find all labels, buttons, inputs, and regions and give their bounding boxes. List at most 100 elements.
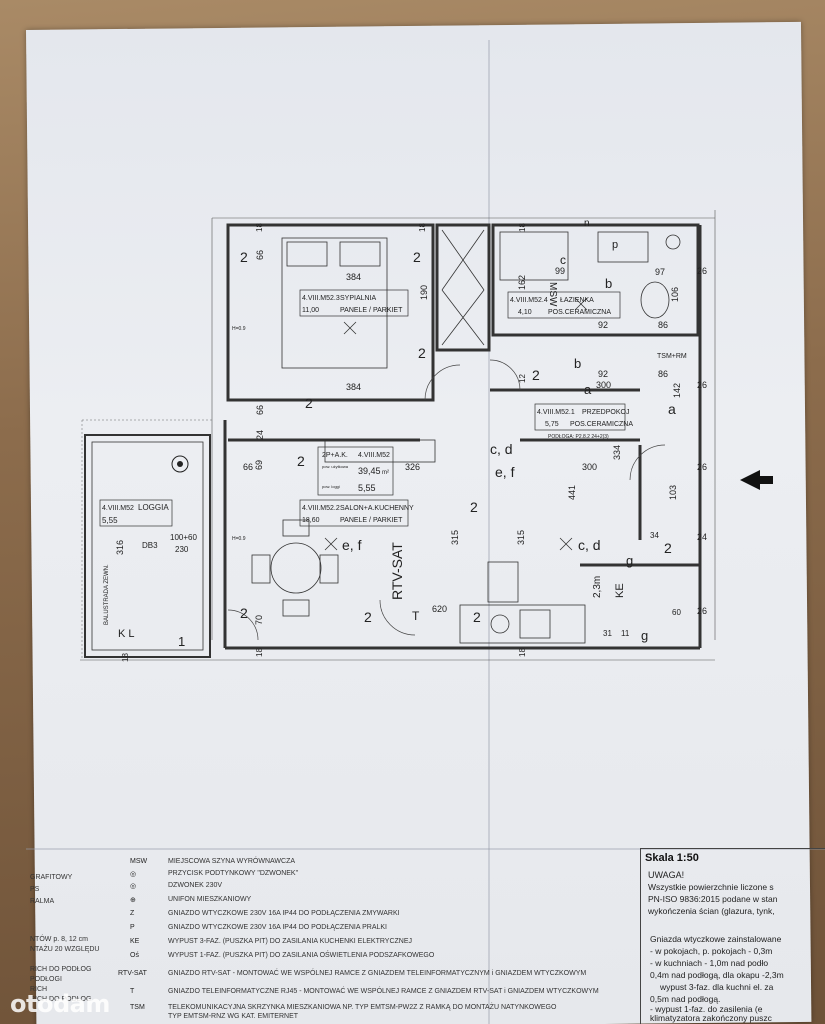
ceiling-point-markers xyxy=(324,297,588,551)
dim-26-b: 26 xyxy=(697,380,707,390)
dim-26-d: 26 xyxy=(697,606,707,616)
dim-315-b: 315 xyxy=(516,530,526,545)
marker-b-a: b xyxy=(605,276,612,291)
msw-label: MSW xyxy=(547,282,558,307)
dim-142: 142 xyxy=(672,383,682,398)
legend-sym-7: Oś xyxy=(130,952,139,959)
label-box-lazienka xyxy=(507,291,621,319)
dim-86-a: 86 xyxy=(658,320,668,330)
legend-left-9: RICH xyxy=(30,986,48,993)
circuit-2-bedroom-d: 2 xyxy=(305,395,313,411)
legend-left-2: RALMA xyxy=(30,898,55,905)
summary-type: 2P+A.K. xyxy=(322,452,348,459)
marker-p: p xyxy=(612,239,618,251)
note-line-9: 0,5m nad podłogą. xyxy=(650,994,721,1004)
dim-300-top: 300 xyxy=(596,380,611,390)
loggia-area: 5,55 xyxy=(102,516,118,525)
circuit-1-loggia: 1 xyxy=(178,634,185,649)
marker-a-b: a xyxy=(668,401,676,417)
marker-cd-b: c, d xyxy=(578,537,601,553)
summary-area-loggia: 5,55 xyxy=(358,483,376,493)
legend-text-5: GNIAZDO WTYCZKOWE 230V 16A IP44 DO PODŁĄ… xyxy=(168,924,388,931)
legend-sym-10: TSM xyxy=(130,1004,145,1011)
dining-table xyxy=(251,519,339,617)
marker-ef-a: e, f xyxy=(495,464,515,480)
legend-left-10: RICH DO PODŁOG xyxy=(30,996,92,1003)
legend-sym-0: MSW xyxy=(130,858,148,865)
legend-text-4: GNIAZDO WTYCZKOWE 230V 16A IP44 DO PODŁĄ… xyxy=(168,910,400,917)
label-box-summary xyxy=(317,446,394,496)
circuit-2-salon-b: 2 xyxy=(470,499,478,515)
legend-sym-2: ◎ xyxy=(130,883,137,890)
circuit-2-entry: 2 xyxy=(664,540,672,556)
wall-lazienka xyxy=(491,223,700,337)
summary-label-loggia: pow. loggi xyxy=(322,484,340,489)
legend-sym-9: T xyxy=(130,988,135,995)
note-line-7: 0,4m nad podłogą, dla okapu -2,3m xyxy=(650,970,784,980)
note-line-11: klimatyzatora zakończony puszc xyxy=(650,1013,772,1023)
note-line-1: PN-ISO 9836:2015 podane w stan xyxy=(648,894,778,904)
summary-code: 4.VIII.M52 xyxy=(358,452,390,459)
salon-finish: PANELE / PARKIET xyxy=(340,517,403,524)
note-line-10: - wypust 1-faz. do zasilenia (e xyxy=(650,1004,763,1014)
przedpokoj-code: 4.VIII.M52.1 xyxy=(537,409,575,416)
dim-441: 441 xyxy=(567,485,577,500)
marker-kl: K L xyxy=(118,628,135,640)
label-box-przedpokoj xyxy=(534,403,626,431)
loggia-outline xyxy=(84,434,211,658)
dim-334: 334 xyxy=(612,445,622,460)
wall-sypialnia xyxy=(226,223,435,402)
dim-18-c: 18 xyxy=(518,223,527,232)
legend-text-9: GNIAZDO TELEINFORMATYCZNE RJ45 - MONTOWA… xyxy=(168,988,599,995)
note-line-0: Wszystkie powierzchnie liczone s xyxy=(648,882,774,892)
notes-box xyxy=(640,848,825,1024)
lazienka-code: 4.VIII.M52.4 xyxy=(510,297,548,304)
dim-18-a: 18 xyxy=(255,223,264,232)
circuit-2-salon-a: 2 xyxy=(297,453,305,469)
dim-26-c: 26 xyxy=(697,462,707,472)
legend-text-1: PRZYCISK PODTYNKOWY "DZWONEK" xyxy=(168,870,299,877)
dim-66-c: 66 xyxy=(243,462,253,472)
marker-t: T xyxy=(412,609,420,623)
sink xyxy=(597,231,649,263)
balustrada-label: BALUSTRADA ZEWN. xyxy=(104,564,110,625)
dim-18-e: 18 xyxy=(518,648,527,657)
circuit-2-salon-d: 2 xyxy=(364,609,372,625)
dim-69: 69 xyxy=(254,460,264,470)
marker-n: n xyxy=(584,218,590,229)
wall-szafa xyxy=(435,223,491,352)
dim-2-3m: 2,3m xyxy=(592,576,603,598)
dim-26-a: 26 xyxy=(697,266,707,276)
note-line-6: - w kuchniach - 1,0m nad podło xyxy=(650,958,769,968)
legend-sym-1: ◎ xyxy=(130,871,137,878)
dim-315-a: 315 xyxy=(450,530,460,545)
dim-97: 97 xyxy=(655,267,665,277)
legend-left-7: RICH DO PODŁOG xyxy=(30,966,92,973)
dim-12: 12 xyxy=(518,374,527,383)
db3-label: DB3 xyxy=(142,541,158,550)
salon-name: SALON+A.KUCHENNY xyxy=(340,505,414,512)
loggia-code: 4.VIII.M52 xyxy=(102,505,134,512)
legend-text-0: MIEJSCOWA SZYNA WYRÓWNAWCZA xyxy=(168,858,296,865)
marker-g-b: g xyxy=(641,628,648,643)
circuit-2-bedroom-a: 2 xyxy=(240,249,248,265)
marker-b-b: b xyxy=(574,356,581,371)
dim-620: 620 xyxy=(432,604,447,614)
circuit-2-kitchen: 2 xyxy=(473,609,481,625)
label-box-sypialnia xyxy=(299,289,409,317)
summary-area-total: 39,45 xyxy=(358,466,381,476)
vertical-fold-line xyxy=(488,40,490,1024)
bathtub xyxy=(499,231,569,281)
dim-31: 31 xyxy=(603,629,612,638)
dim-300-mid: 300 xyxy=(582,462,597,472)
sofa xyxy=(324,439,436,463)
marker-c: c xyxy=(560,253,566,267)
dim-106: 106 xyxy=(670,287,680,302)
legend-left-0: GRAFITOWY xyxy=(30,874,73,881)
legend-text-2: DZWONEK 230V xyxy=(168,882,223,889)
bed xyxy=(281,237,388,369)
legend-sym-5: P xyxy=(130,924,135,931)
height-label-a: H=0.9 xyxy=(232,326,246,332)
